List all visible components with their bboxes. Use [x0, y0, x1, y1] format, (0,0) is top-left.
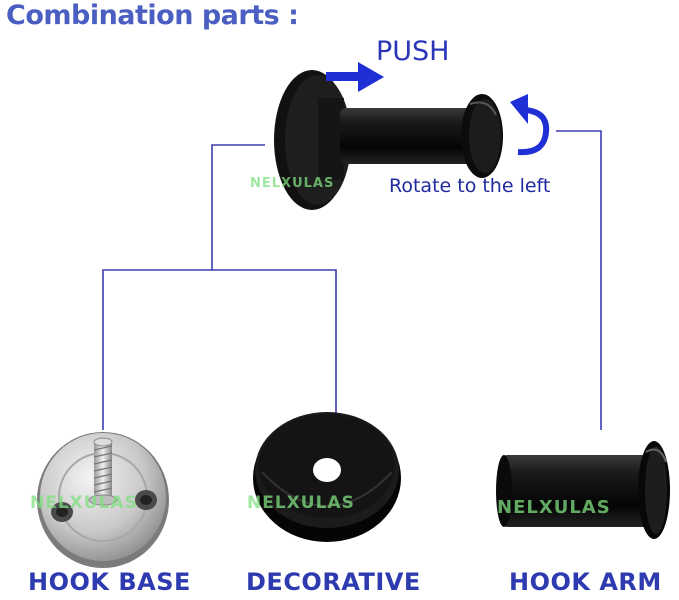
connector-right [556, 130, 602, 430]
watermark-decorative: NELXULAS [247, 493, 355, 513]
push-arrow-icon [326, 62, 384, 92]
push-label: PUSH [376, 36, 450, 67]
watermark-top: NELXULAS [250, 176, 335, 191]
hook-base-label: HOOK BASE [28, 568, 191, 596]
connector-split [102, 269, 337, 430]
decorative-cover-illustration [253, 412, 401, 542]
rotate-label: Rotate to the left [389, 175, 551, 197]
watermark-base: NELXULAS [30, 493, 138, 513]
decorative-label: DECORATIVE [246, 568, 421, 596]
hook-base-illustration [37, 432, 169, 568]
assembled-hook-illustration [274, 70, 503, 210]
rotate-left-arrow-icon [510, 94, 550, 156]
connector-left [211, 144, 265, 270]
watermark-arm: NELXULAS [497, 497, 611, 518]
hook-arm-label: HOOK ARM [509, 568, 662, 596]
connector-lines [102, 130, 602, 430]
hook-arm-illustration [496, 441, 670, 539]
page-title: Combination parts : [6, 0, 299, 31]
